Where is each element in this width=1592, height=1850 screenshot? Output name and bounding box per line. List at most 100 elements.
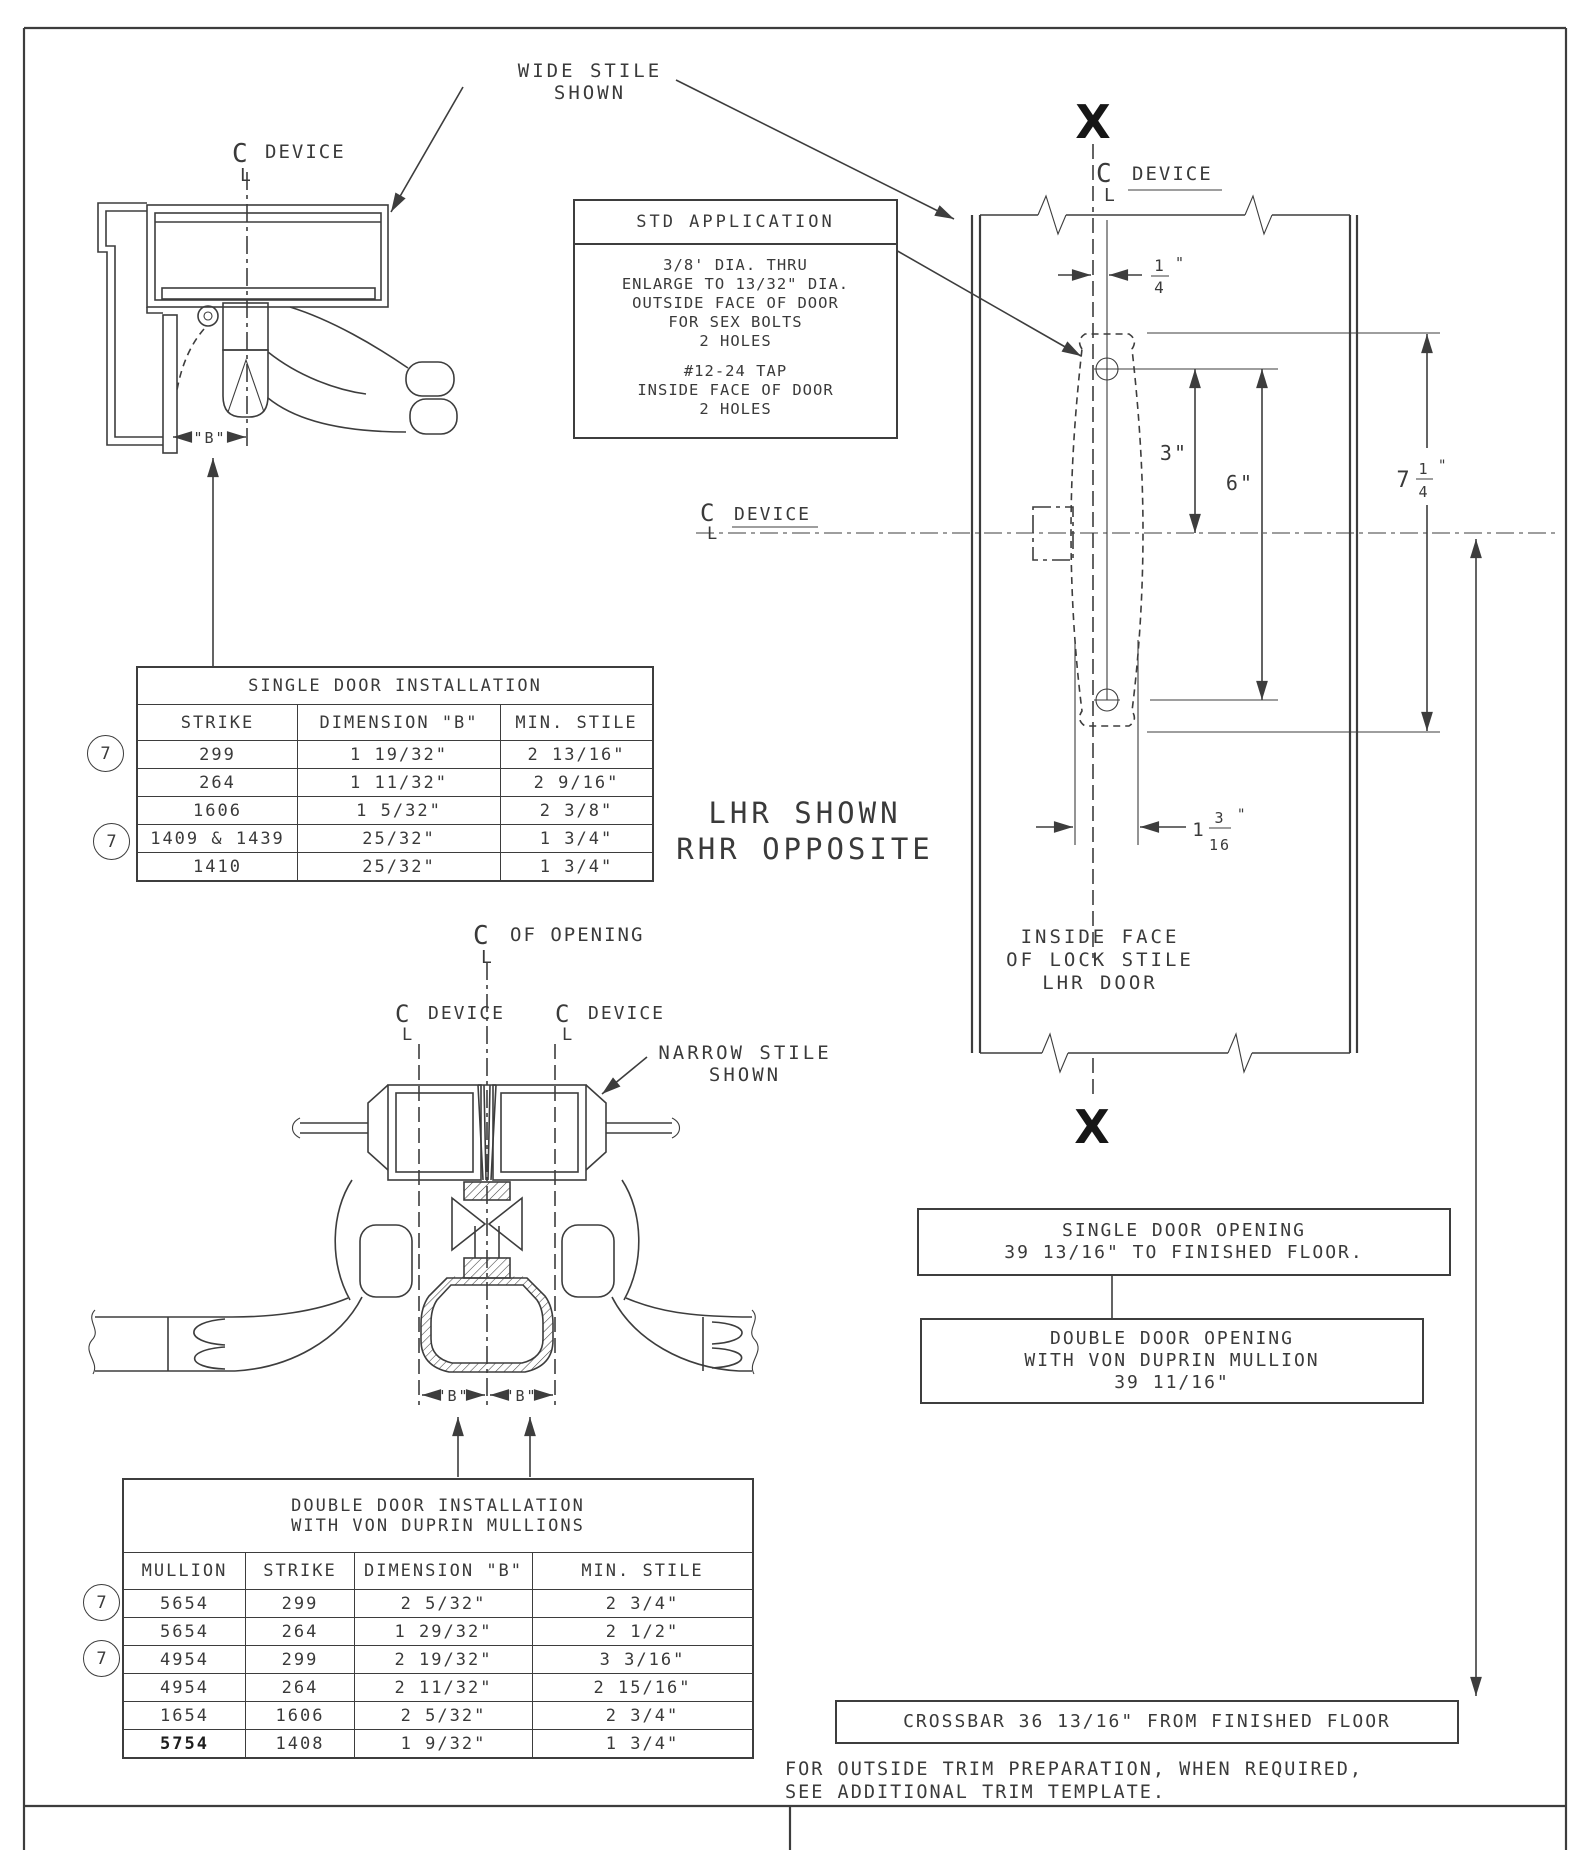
- std-line: ENLARGE TO 13/32" DIA.: [621, 275, 850, 293]
- cell-strike: 299: [245, 1645, 354, 1673]
- col-header-dimension-b: DIMENSION "B": [354, 1552, 532, 1589]
- std-line: 3/8' DIA. THRU: [663, 256, 808, 274]
- dim-seven-quarter-inch: 7 1 4 ": [1396, 458, 1446, 501]
- cell-dim-b: 2 5/32": [354, 1701, 532, 1729]
- double-door-table: DOUBLE DOOR INSTALLATION WITH VON DUPRIN…: [122, 1478, 754, 1759]
- cell-dim-b: 2 11/32": [354, 1673, 532, 1701]
- narrow-stile-line2: SHOWN: [708, 1064, 782, 1086]
- cell-strike: 1409 & 1439: [138, 824, 297, 852]
- dim-b-label: "B": [436, 1387, 469, 1405]
- cell-min-stile: 2 15/16": [532, 1673, 752, 1701]
- dim-one-three-sixteenth: 1 3 16 ": [1192, 807, 1247, 854]
- device-label: DEVICE: [734, 504, 811, 525]
- cell-dim-b: 25/32": [297, 852, 500, 880]
- std-application-group1: 3/8' DIA. THRU ENLARGE TO 13/32" DIA. OU…: [575, 256, 896, 351]
- trim-note-line2: SEE ADDITIONAL TRIM TEMPLATE.: [785, 1782, 1167, 1803]
- device-label: DEVICE: [588, 1003, 665, 1024]
- cell-mullion: 4954: [124, 1645, 245, 1673]
- col-header-mullion: MULLION: [124, 1552, 245, 1589]
- door-elevation: X X C L DEVICE 1 4 " C L DEVICE: [696, 95, 1558, 1696]
- cell-dim-b: 1 9/32": [354, 1729, 532, 1757]
- std-line: #12-24 TAP: [683, 362, 788, 380]
- cell-dim-b: 2 19/32": [354, 1645, 532, 1673]
- cl-l: L: [562, 1025, 574, 1045]
- single-door-section-view: "B" C L DEVICE: [97, 139, 458, 666]
- cl-c: C: [473, 921, 491, 951]
- col-header-strike: STRIKE: [245, 1552, 354, 1589]
- dim-quarter-inch: 1 4 ": [1151, 254, 1186, 297]
- std-line: 2 HOLES: [699, 400, 772, 418]
- double-opening-note: DOUBLE DOOR OPENING WITH VON DUPRIN MULL…: [920, 1318, 1424, 1404]
- std-line: INSIDE FACE OF DOOR: [637, 381, 834, 399]
- cell-min-stile: 2 3/4": [532, 1589, 752, 1617]
- outside-trim-note: FOR OUTSIDE TRIM PREPARATION, WHEN REQUI…: [785, 1758, 1363, 1804]
- inside-face-line1: INSIDE FACE: [1020, 926, 1180, 948]
- cell-dim-b: 2 5/32": [354, 1589, 532, 1617]
- cl-l: L: [402, 1025, 414, 1045]
- wide-stile-label: WIDE STILE SHOWN: [495, 60, 685, 104]
- device-label: DEVICE: [428, 1003, 505, 1024]
- cell-strike: 264: [245, 1617, 354, 1645]
- std-line: FOR SEX BOLTS: [668, 313, 803, 331]
- cell-min-stile: 2 9/16": [500, 768, 652, 796]
- double-door-section-view: C L OF OPENING C L DEVICE C L DEVICE: [88, 921, 759, 1477]
- cl-l: L: [1104, 185, 1117, 206]
- col-header-dimension-b: DIMENSION "B": [297, 704, 500, 740]
- cell-dim-b: 1 5/32": [297, 796, 500, 824]
- narrow-stile-line1: NARROW STILE: [658, 1042, 832, 1064]
- cell-mullion: 1654: [124, 1701, 245, 1729]
- cell-strike: 1408: [245, 1729, 354, 1757]
- device-label: DEVICE: [1132, 163, 1213, 185]
- cl-c: C: [555, 1000, 571, 1028]
- cl-c: C: [700, 499, 716, 527]
- cl-c: C: [232, 139, 250, 169]
- cell-mullion: 5754: [124, 1729, 245, 1757]
- trim-note-line1: FOR OUTSIDE TRIM PREPARATION, WHEN REQUI…: [785, 1759, 1364, 1780]
- narrow-stile-label: NARROW STILE SHOWN: [640, 1042, 850, 1086]
- cell-min-stile: 2 1/2": [532, 1617, 752, 1645]
- callout-7: 7: [83, 1640, 120, 1677]
- cell-strike: 1410: [138, 852, 297, 880]
- cl-c: C: [395, 1000, 411, 1028]
- svg-text:": ": [1237, 807, 1247, 823]
- cl-l: L: [240, 165, 253, 186]
- col-header-strike: STRIKE: [138, 704, 297, 740]
- handing-line2: RHR OPPOSITE: [676, 832, 934, 866]
- cell-mullion: 5654: [124, 1617, 245, 1645]
- svg-text:4: 4: [1418, 483, 1429, 501]
- cl-l: L: [481, 947, 494, 968]
- wide-stile-line1: WIDE STILE: [517, 60, 663, 82]
- single-opening-line1: SINGLE DOOR OPENING: [1062, 1220, 1306, 1241]
- callout-7: 7: [93, 823, 130, 860]
- inside-face-label: INSIDE FACE OF LOCK STILE LHR DOOR: [990, 926, 1210, 995]
- callout-7-text: 7: [100, 743, 111, 764]
- std-application-box: STD APPLICATION 3/8' DIA. THRU ENLARGE T…: [573, 199, 898, 439]
- cell-strike: 264: [138, 768, 297, 796]
- page-border: [22, 26, 1568, 1850]
- double-opening-line2: WITH VON DUPRIN MULLION: [1024, 1350, 1320, 1371]
- centerline-symbol: C L: [232, 139, 253, 186]
- cell-strike: 299: [138, 740, 297, 768]
- cell-strike: 264: [245, 1673, 354, 1701]
- double-opening-line1: DOUBLE DOOR OPENING: [1050, 1328, 1294, 1349]
- callout-7: 7: [87, 735, 124, 772]
- cell-dim-b: 1 19/32": [297, 740, 500, 768]
- svg-text:16: 16: [1209, 836, 1231, 854]
- callout-7-text: 7: [96, 1592, 107, 1613]
- cell-min-stile: 2 3/8": [500, 796, 652, 824]
- cell-min-stile: 2 3/4": [532, 1701, 752, 1729]
- cl-c: C: [1096, 159, 1114, 189]
- std-line: 2 HOLES: [699, 332, 772, 350]
- col-header-min-stile: MIN. STILE: [532, 1552, 752, 1589]
- handing-line1: LHR SHOWN: [708, 796, 902, 830]
- svg-text:": ": [1175, 254, 1186, 272]
- double-opening-line3: 39 11/16": [1114, 1372, 1230, 1393]
- crossbar-note-text: CROSSBAR 36 13/16" FROM FINISHED FLOOR: [903, 1711, 1391, 1732]
- table-title-line1: DOUBLE DOOR INSTALLATION: [291, 1496, 585, 1516]
- callout-7-text: 7: [96, 1648, 107, 1669]
- callout-7-text: 7: [106, 831, 117, 852]
- dim-b-label: "B": [193, 429, 226, 447]
- handing-note: LHR SHOWN RHR OPPOSITE: [640, 795, 970, 867]
- svg-text:1: 1: [1154, 256, 1166, 275]
